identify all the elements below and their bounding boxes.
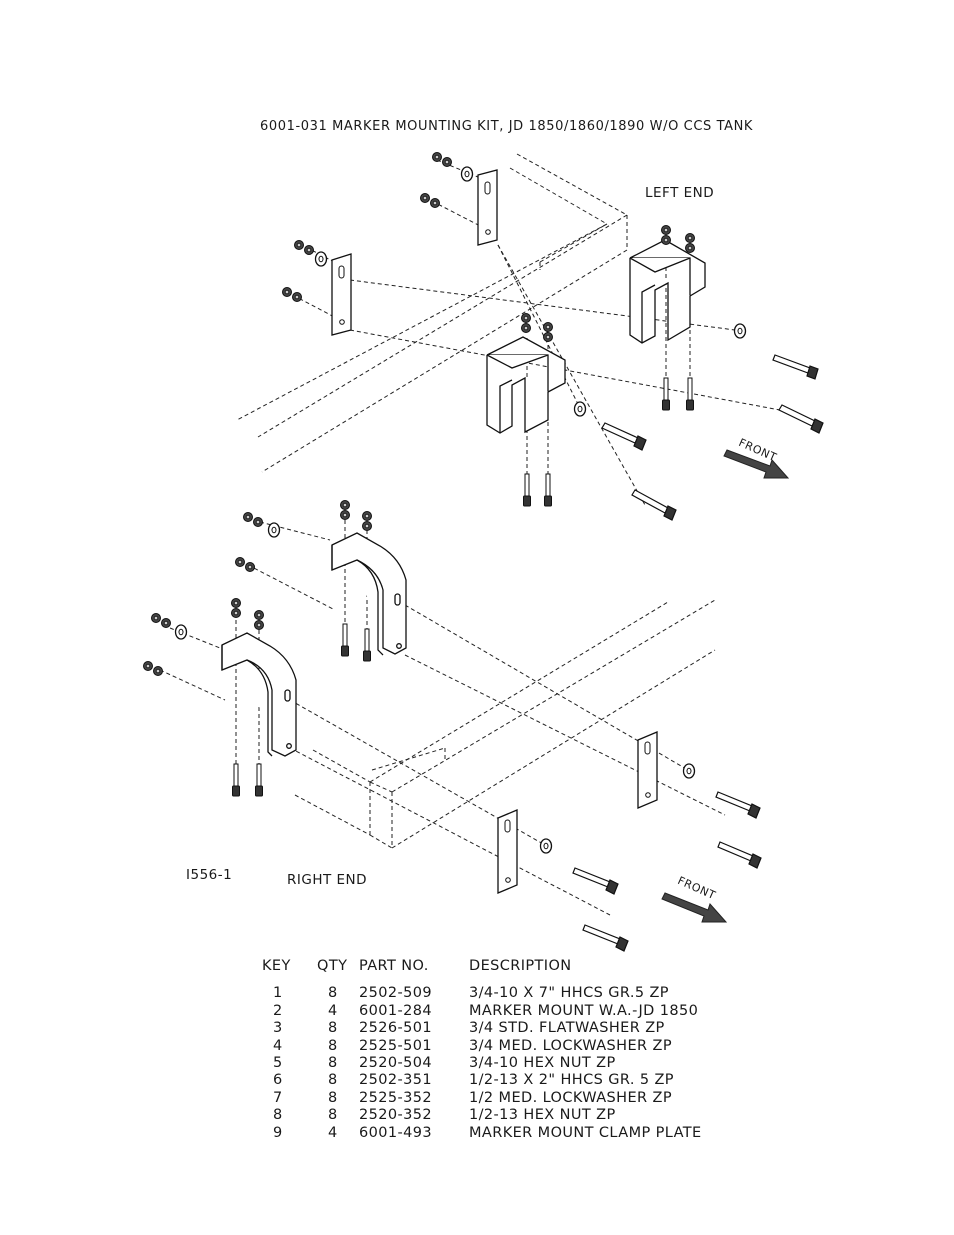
clamp-plate-upper-1: [477, 169, 498, 246]
table-row: 1 8 2502-509 3/4-10 X 7" HHCS GR.5 ZP: [262, 985, 702, 1002]
marker-mount-upper-rear: [629, 239, 706, 344]
row-description: MARKER MOUNT CLAMP PLATE: [469, 1124, 702, 1141]
marker-mount-upper-front: [486, 336, 566, 434]
front-arrow-upper: [723, 449, 790, 479]
row-part-no: 2526-501: [359, 1020, 433, 1037]
drawing-title: 6001-031 MARKER MOUNTING KIT, JD 1850/18…: [260, 119, 754, 134]
row-key: 3: [273, 1020, 283, 1037]
row-key: 9: [273, 1124, 283, 1141]
long-bolts-lower: [572, 791, 762, 952]
header-key: KEY: [262, 958, 291, 974]
drawing-number-label: I556-1: [186, 867, 233, 883]
row-qty: 4: [328, 1002, 338, 1019]
table-row: 5 8 2520-504 3/4-10 HEX NUT ZP: [262, 1055, 702, 1072]
row-description: 3/4 STD. FLATWASHER ZP: [469, 1020, 665, 1037]
row-part-no: 6001-284: [359, 1002, 433, 1019]
table-row: 8 8 2520-352 1/2-13 HEX NUT ZP: [262, 1107, 702, 1124]
left-end-label: LEFT END: [645, 185, 715, 201]
row-part-no: 2502-351: [359, 1072, 433, 1089]
table-row: 3 8 2526-501 3/4 STD. FLATWASHER ZP: [262, 1020, 702, 1037]
row-key: 6: [273, 1072, 283, 1089]
right-end-label: RIGHT END: [287, 872, 368, 888]
frame-outline-lower: [294, 599, 716, 849]
row-qty: 8: [328, 1089, 338, 1106]
right-end-assembly: [143, 500, 762, 952]
row-description: 3/4 MED. LOCKWASHER ZP: [469, 1037, 672, 1054]
table-row: 9 4 6001-493 MARKER MOUNT CLAMP PLATE: [262, 1125, 702, 1142]
parts-table: KEY QTY PART NO. DESCRIPTION 1 8 2502-50…: [262, 958, 702, 1142]
row-key: 1: [273, 985, 283, 1002]
row-qty: 8: [328, 985, 338, 1002]
row-description: 3/4-10 HEX NUT ZP: [469, 1055, 616, 1072]
header-description: DESCRIPTION: [469, 958, 572, 974]
row-key: 8: [273, 1107, 283, 1124]
bolt-paths-upper: [286, 159, 781, 506]
header-part-no: PART NO.: [359, 958, 429, 974]
table-row: 4 8 2525-501 3/4 MED. LOCKWASHER ZP: [262, 1038, 702, 1055]
marker-mount-lower-front: [221, 632, 297, 757]
row-part-no: 2525-352: [359, 1089, 433, 1106]
clamp-plate-upper-2: [331, 253, 352, 336]
marker-mount-lower-rear: [331, 532, 407, 656]
row-description: 1/2-13 X 2" HHCS GR. 5 ZP: [469, 1072, 674, 1089]
row-part-no: 2502-509: [359, 985, 433, 1002]
row-key: 5: [273, 1055, 283, 1072]
row-part-no: 6001-493: [359, 1124, 433, 1141]
long-bolts-upper: [601, 354, 824, 521]
exploded-assembly-drawing: [143, 152, 824, 952]
row-qty: 8: [328, 1055, 338, 1072]
frame-outline-upper: [236, 153, 628, 473]
header-qty: QTY: [317, 958, 348, 974]
row-key: 7: [273, 1089, 283, 1106]
front-arrow-lower: [661, 892, 728, 923]
row-qty: 8: [328, 1107, 338, 1124]
row-key: 2: [273, 1002, 283, 1019]
row-part-no: 2525-501: [359, 1037, 433, 1054]
table-row: 6 8 2502-351 1/2-13 X 2" HHCS GR. 5 ZP: [262, 1072, 702, 1089]
left-end-assembly: [236, 152, 824, 521]
row-key: 4: [273, 1037, 283, 1054]
row-qty: 8: [328, 1072, 338, 1089]
clamp-plate-lower-1: [637, 731, 658, 809]
row-description: 1/2-13 HEX NUT ZP: [469, 1107, 616, 1124]
row-qty: 8: [328, 1020, 338, 1037]
row-description: MARKER MOUNT W.A.-JD 1850: [469, 1002, 699, 1019]
clamp-plate-lower-2: [497, 809, 518, 894]
row-part-no: 2520-352: [359, 1107, 433, 1124]
bolt-paths-lower: [159, 520, 726, 916]
row-part-no: 2520-504: [359, 1055, 433, 1072]
table-row: 7 8 2525-352 1/2 MED. LOCKWASHER ZP: [262, 1090, 702, 1107]
row-description: 3/4-10 X 7" HHCS GR.5 ZP: [469, 985, 669, 1002]
row-description: 1/2 MED. LOCKWASHER ZP: [469, 1089, 672, 1106]
row-qty: 8: [328, 1037, 338, 1054]
parts-table-header: KEY QTY PART NO. DESCRIPTION: [262, 958, 702, 975]
row-qty: 4: [328, 1124, 338, 1141]
table-row: 2 4 6001-284 MARKER MOUNT W.A.-JD 1850: [262, 1003, 702, 1020]
